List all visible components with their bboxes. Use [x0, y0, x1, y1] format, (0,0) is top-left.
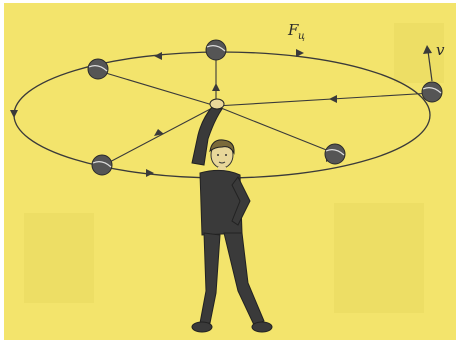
ball-lower-left: [92, 155, 112, 175]
hand: [210, 99, 224, 109]
strings: [99, 53, 432, 165]
balls: [88, 40, 442, 175]
person-figure: [192, 99, 272, 332]
orbit-arrow-top-left: [154, 52, 162, 60]
physics-diagram: F ц v: [4, 3, 456, 340]
centripetal-arrow-right: [329, 95, 337, 103]
string-to-right-ball: [216, 93, 432, 106]
left-foot: [192, 322, 212, 332]
ball-right: [422, 82, 442, 102]
orbit-direction-arrows: [10, 49, 334, 177]
string-to-lower-right-ball: [216, 106, 334, 153]
velocity-label: v: [436, 41, 445, 59]
orbit-arrow-left: [10, 110, 18, 118]
ball-left: [88, 59, 108, 79]
orbit-arrow-bottom-left: [146, 169, 154, 177]
force-subscript: ц: [298, 31, 305, 42]
ball-top: [206, 40, 226, 60]
diagram-canvas: F ц v: [4, 3, 456, 340]
right-leg: [224, 233, 264, 325]
ball-lower-right: [325, 144, 345, 164]
centripetal-arrow-top: [212, 83, 220, 91]
right-foot: [252, 322, 272, 332]
centripetal-arrows: [154, 83, 337, 136]
centripetal-arrow-lower-left: [154, 129, 164, 136]
left-leg: [200, 233, 220, 323]
string-to-left-ball: [99, 71, 216, 106]
